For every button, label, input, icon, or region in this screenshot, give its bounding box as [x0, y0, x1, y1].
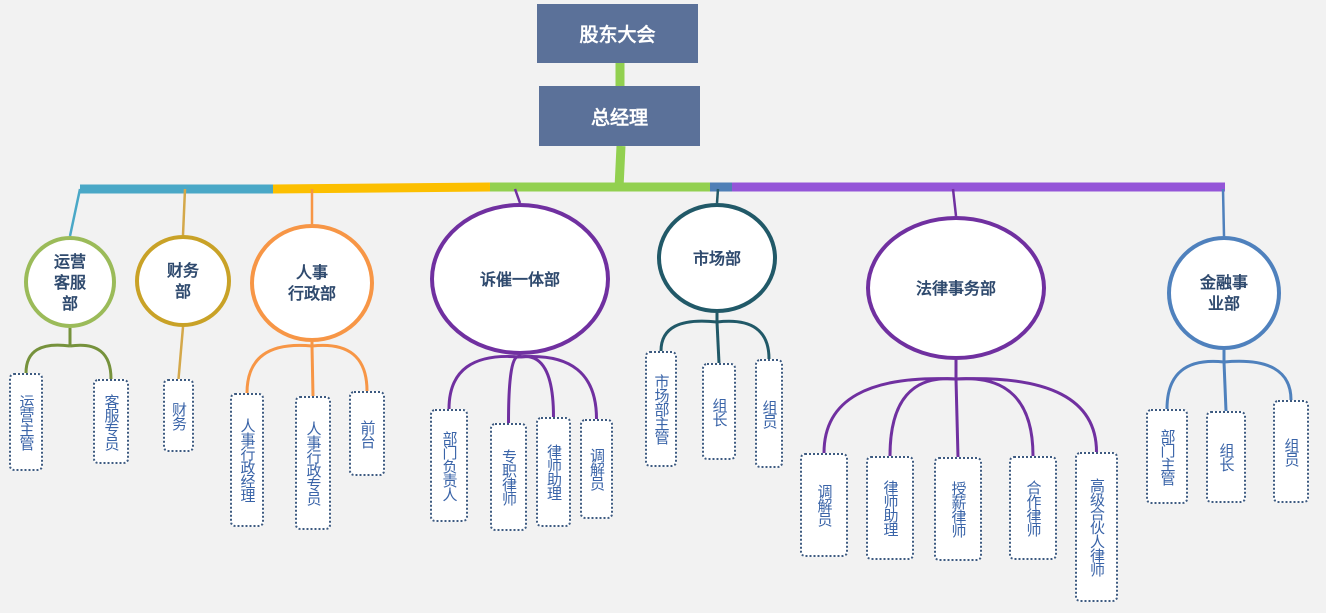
department-connector — [1221, 188, 1226, 237]
sub-connector — [177, 326, 185, 380]
sub-connector — [310, 345, 315, 397]
sub-connector — [24, 343, 71, 374]
position-box: 组员 — [1273, 400, 1309, 503]
position-box: 人事行政经理 — [230, 393, 264, 527]
sub-connector — [507, 355, 521, 424]
position-box: 组长 — [702, 363, 736, 460]
sub-connector — [1222, 361, 1228, 412]
department-node: 运营 客服 部 — [24, 236, 116, 328]
sub-connector — [659, 319, 718, 352]
department-connector — [715, 188, 720, 204]
sub-connector — [888, 377, 957, 457]
sub-connector — [245, 343, 313, 394]
general-manager-box: 总经理 — [539, 86, 700, 146]
sub-connector — [955, 377, 1098, 453]
shareholders-box: 股东大会 — [537, 4, 698, 63]
sub-connector — [715, 321, 721, 364]
position-box: 专职律师 — [490, 423, 527, 531]
sub-connector — [69, 343, 113, 380]
department-node: 法律事务部 — [866, 216, 1046, 360]
department-node: 人事 行政部 — [250, 224, 374, 342]
department-node: 市场部 — [657, 203, 777, 313]
department-node: 财务 部 — [135, 235, 231, 327]
position-box: 市场部主管 — [645, 351, 677, 467]
sub-connector — [954, 378, 960, 458]
position-box: 调解员 — [580, 419, 613, 519]
sub-connector — [519, 355, 555, 418]
position-box: 律师助理 — [536, 417, 571, 527]
position-box: 客服专员 — [93, 379, 129, 464]
level-bar — [272, 182, 491, 194]
sub-connector — [519, 355, 598, 420]
position-box: 运营主管 — [9, 373, 43, 471]
department-connector — [513, 188, 522, 204]
department-connector — [951, 188, 958, 217]
position-box: 人事行政专员 — [295, 396, 331, 530]
department-connector — [181, 188, 187, 236]
department-node: 金融事 业部 — [1167, 236, 1281, 350]
sub-connector — [447, 354, 521, 410]
sub-connector — [1223, 359, 1293, 401]
trunk-connector — [614, 145, 626, 189]
position-box: 部门负责人 — [430, 409, 468, 522]
position-box: 部门主管 — [1146, 409, 1188, 504]
sub-connector — [1165, 359, 1225, 410]
position-box: 高级合伙人律师 — [1075, 452, 1118, 602]
position-box: 组长 — [1206, 411, 1246, 503]
position-box: 授薪律师 — [934, 457, 982, 561]
position-box: 财务 — [163, 379, 194, 452]
position-box: 律师助理 — [866, 456, 914, 560]
sub-connector — [311, 343, 369, 392]
position-box: 前台 — [349, 391, 385, 476]
position-box: 调解员 — [800, 453, 848, 557]
position-box: 组员 — [755, 359, 783, 468]
position-box: 合作律师 — [1009, 456, 1057, 560]
sub-connector — [822, 377, 957, 454]
department-node: 诉催一体部 — [430, 203, 610, 355]
sub-connector — [716, 319, 771, 360]
sub-connector — [955, 377, 1035, 457]
department-connector — [68, 188, 82, 237]
